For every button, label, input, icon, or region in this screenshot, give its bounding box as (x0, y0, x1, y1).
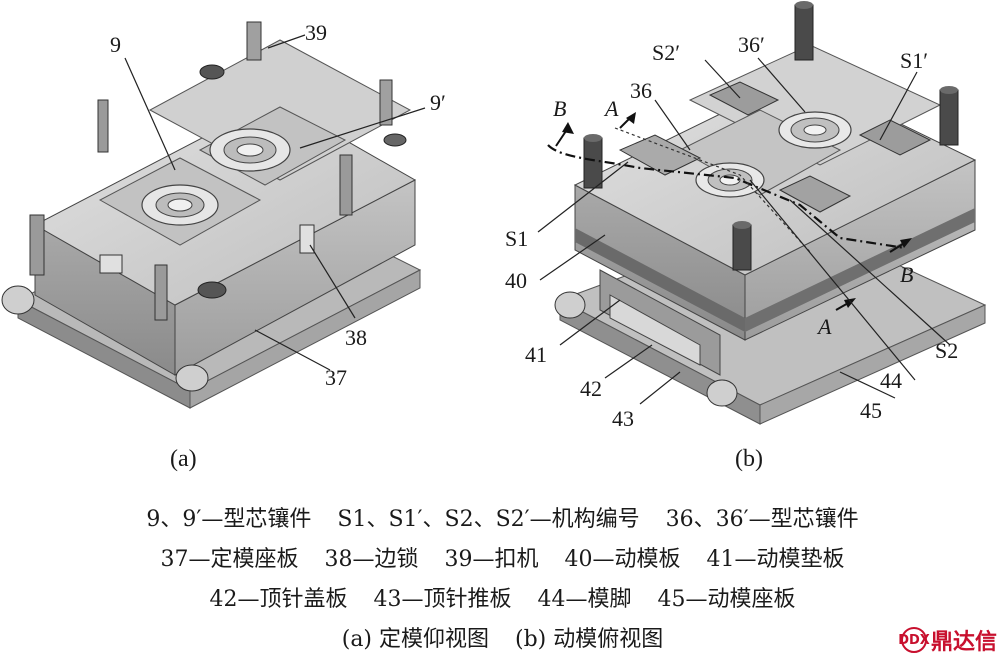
panel-a-callouts: 9 39 9′ 38 37 (a) (110, 20, 446, 472)
callout-45: 45 (860, 398, 882, 423)
caption-line-3: 42—顶针盖板 43—顶针推板 44—模脚 45—动模座板 (0, 580, 1005, 620)
caption-line-2: 37—定模座板 38—边锁 39—扣机 40—动模板 41—动模垫板 (0, 540, 1005, 580)
callout-36-prime: 36′ (738, 32, 765, 57)
callout-39: 39 (305, 20, 327, 45)
callout-s1-prime: S1′ (900, 48, 928, 73)
subcaption-b: (b) 动模俯视图 (515, 627, 664, 652)
panel-b-callouts: S2′ 36′ S1′ 36 S1 40 41 42 43 44 45 S2 B… (505, 32, 958, 472)
callout-s2-prime: S2′ (652, 40, 680, 65)
callout-40: 40 (505, 268, 527, 293)
caption-line-4: (a) 定模仰视图 (b) 动模俯视图 (0, 620, 1005, 660)
subcaption-a: (a) 定模仰视图 (341, 627, 490, 652)
legend-44: 44—模脚 (537, 587, 632, 612)
legend-39: 39—扣机 (444, 547, 539, 572)
panel-b-sublabel: (b) (735, 446, 763, 472)
callout-41: 41 (525, 342, 547, 367)
panel-a-sublabel: (a) (170, 446, 197, 472)
callout-s1: S1 (505, 226, 528, 251)
callout-43: 43 (612, 406, 634, 431)
panel-b-drawing (537, 1, 987, 425)
section-mark-b-end: B (900, 262, 913, 287)
watermark: DDX 鼎达信 (898, 624, 997, 656)
figure-caption: 9、9′—型芯镶件 S1、S1′、S2、S2′—机构编号 36、36′—型芯镶件 3… (0, 500, 1005, 660)
callout-44: 44 (880, 368, 902, 393)
legend-38: 38—边锁 (324, 547, 419, 572)
watermark-text: 鼎达信 (930, 630, 997, 655)
legend-s-mechanisms: S1、S1′、S2、S2′—机构编号 (337, 507, 640, 532)
legend-9: 9、9′—型芯镶件 (146, 507, 312, 532)
legend-43: 43—顶针推板 (373, 587, 512, 612)
section-mark-b-start: B (553, 96, 566, 121)
brand-logo-icon: DDX (898, 627, 930, 653)
legend-36: 36、36′—型芯镶件 (665, 507, 859, 532)
legend-41: 41—动模垫板 (706, 547, 845, 572)
section-mark-a-start: A (603, 96, 619, 121)
legend-37: 37—定模座板 (160, 547, 299, 572)
legend-40: 40—动模板 (564, 547, 681, 572)
section-mark-a-end: A (816, 314, 832, 339)
caption-line-1: 9、9′—型芯镶件 S1、S1′、S2、S2′—机构编号 36、36′—型芯镶件 (0, 500, 1005, 540)
legend-42: 42—顶针盖板 (209, 587, 348, 612)
callout-37: 37 (325, 365, 347, 390)
callout-38: 38 (345, 325, 367, 350)
panel-a-drawing (1, 21, 426, 409)
legend-45: 45—动模座板 (657, 587, 796, 612)
mold-figure: 9 39 9′ 38 37 (a) (1, 1, 987, 472)
callout-s2: S2 (935, 338, 958, 363)
callout-42: 42 (580, 376, 602, 401)
callout-9: 9 (110, 32, 121, 57)
callout-36: 36 (630, 78, 652, 103)
callout-9-prime: 9′ (430, 90, 446, 115)
